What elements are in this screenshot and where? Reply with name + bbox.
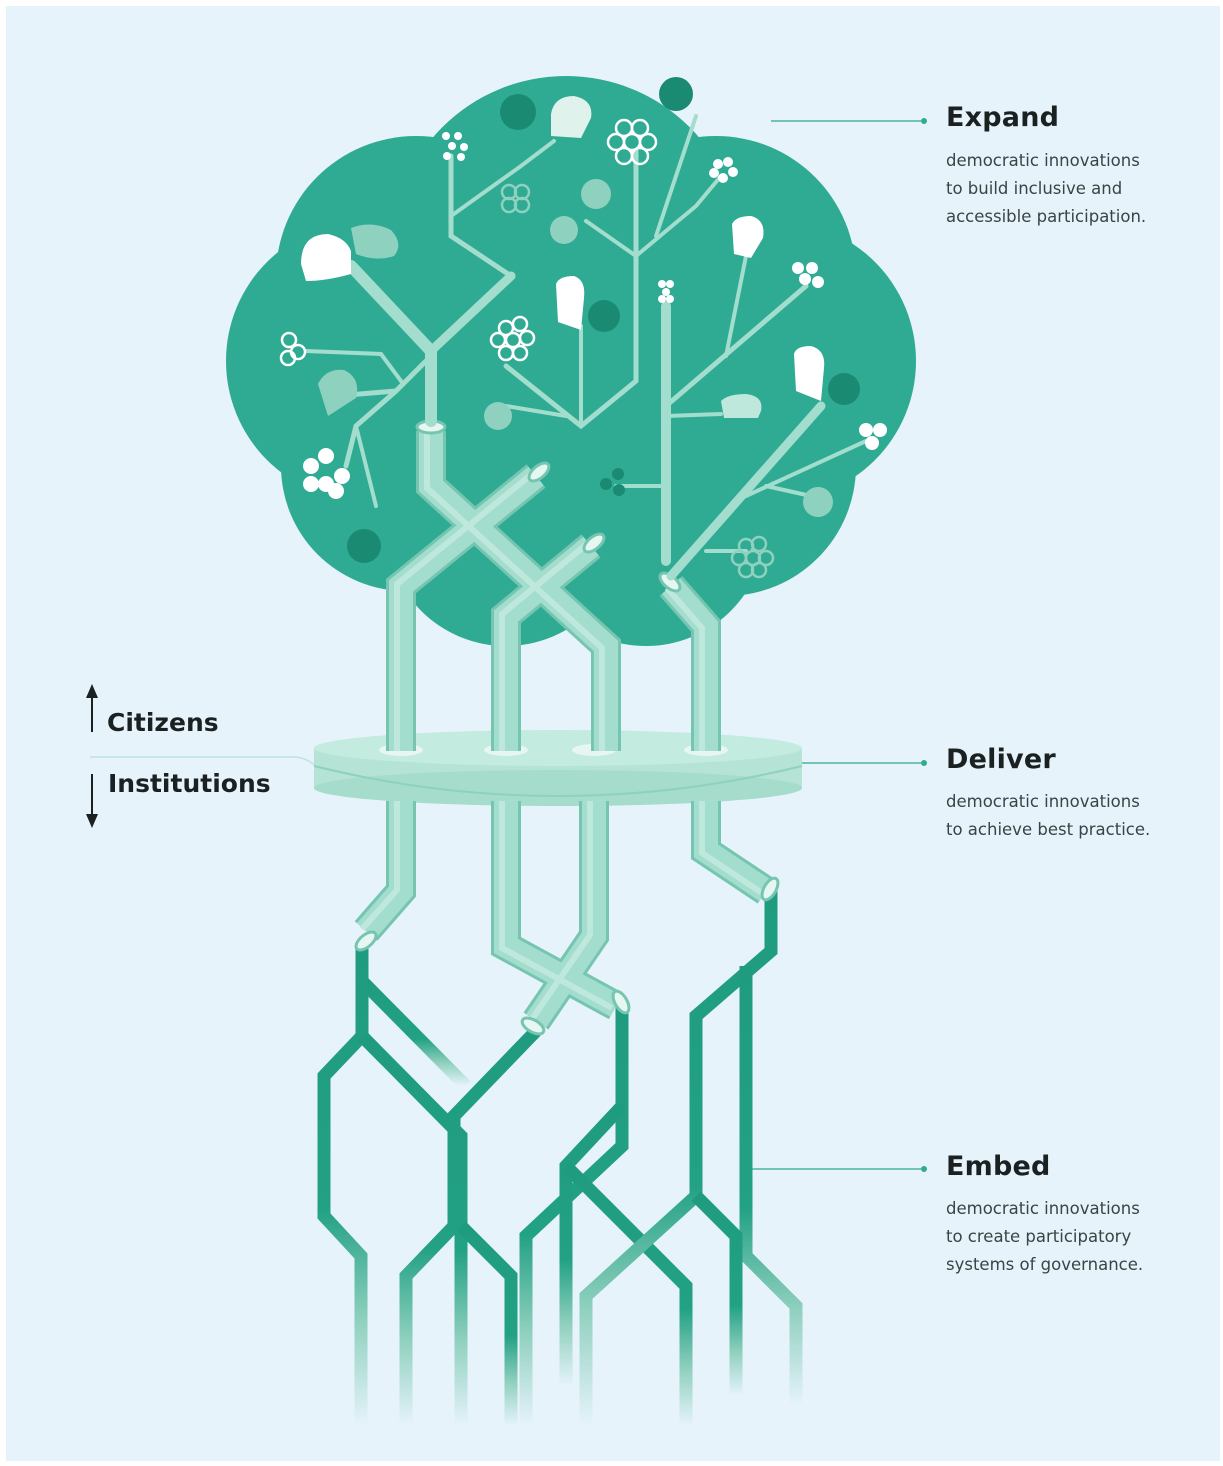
- speech-bubble-icon: [318, 369, 358, 416]
- description-line: democratic innovations: [946, 151, 1140, 170]
- stage-description-deliver: democratic innovations to achieve best p…: [946, 788, 1186, 844]
- dark-node-icons: [347, 77, 860, 563]
- institutions-label: Institutions: [108, 769, 271, 798]
- axis-arrows: [86, 684, 98, 828]
- dot-cluster-icon: [658, 280, 674, 303]
- ring-cluster-icon: [489, 315, 536, 362]
- ring-cluster-icon: [730, 535, 775, 579]
- platform-disk: [314, 730, 802, 806]
- connector-deliver: [801, 760, 927, 766]
- description-line: systems of governance.: [946, 1255, 1144, 1274]
- tree-diagram: [86, 76, 927, 1426]
- dot-cluster-icon: [859, 423, 887, 450]
- roots: [317, 891, 803, 1426]
- speech-bubble-icon: [794, 346, 825, 401]
- stage-description-expand: democratic innovations to build inclusiv…: [946, 147, 1186, 231]
- dot-cluster-icon: [303, 448, 350, 499]
- lower-pipes: [354, 801, 780, 1036]
- ring-cluster-icon: [606, 118, 658, 166]
- speech-bubble-icon: [301, 234, 351, 281]
- connector-embed: [748, 1166, 927, 1172]
- stage-title-deliver: Deliver: [946, 744, 1056, 775]
- description-line: accessible participation.: [946, 207, 1147, 226]
- light-node-icons: [484, 179, 833, 517]
- platform-disk-front: [313, 765, 803, 797]
- ring-cluster-icons: [279, 118, 775, 579]
- dot-cluster-icon: [709, 157, 738, 183]
- dot-cluster-icon: [792, 262, 824, 288]
- speech-bubble-icon: [721, 394, 762, 418]
- description-line: to create participatory: [946, 1227, 1132, 1246]
- description-line: democratic innovations: [946, 792, 1140, 811]
- description-line: democratic innovations: [946, 1199, 1140, 1218]
- dot-cluster-icons: [303, 132, 887, 499]
- stage-title-expand: Expand: [946, 102, 1060, 133]
- down-arrow-icon: [86, 774, 98, 828]
- citizens-label: Citizens: [107, 708, 219, 737]
- speech-bubble-icon: [551, 96, 592, 138]
- stage-description-embed: democratic innovations to create partici…: [946, 1195, 1186, 1279]
- dot-cluster-icon: [442, 132, 468, 161]
- speech-bubble-icon: [351, 224, 399, 259]
- upper-pipes: [386, 419, 721, 751]
- stage-title-embed: Embed: [946, 1151, 1051, 1182]
- ring-cluster-icon: [279, 331, 307, 367]
- speech-bubble-icon: [732, 216, 764, 258]
- description-line: to build inclusive and: [946, 179, 1123, 198]
- ring-cluster-icon: [500, 183, 531, 214]
- infographic-canvas: Citizens Institutions Expand democratic …: [6, 6, 1220, 1461]
- branches: [304, 114, 868, 581]
- speech-bubble-icons: [301, 96, 825, 418]
- speech-bubble-icon: [556, 276, 585, 330]
- description-line: to achieve best practice.: [946, 820, 1151, 839]
- up-arrow-icon: [86, 684, 98, 732]
- dark-dot-cluster-icon: [600, 468, 625, 496]
- connector-expand: [771, 118, 927, 124]
